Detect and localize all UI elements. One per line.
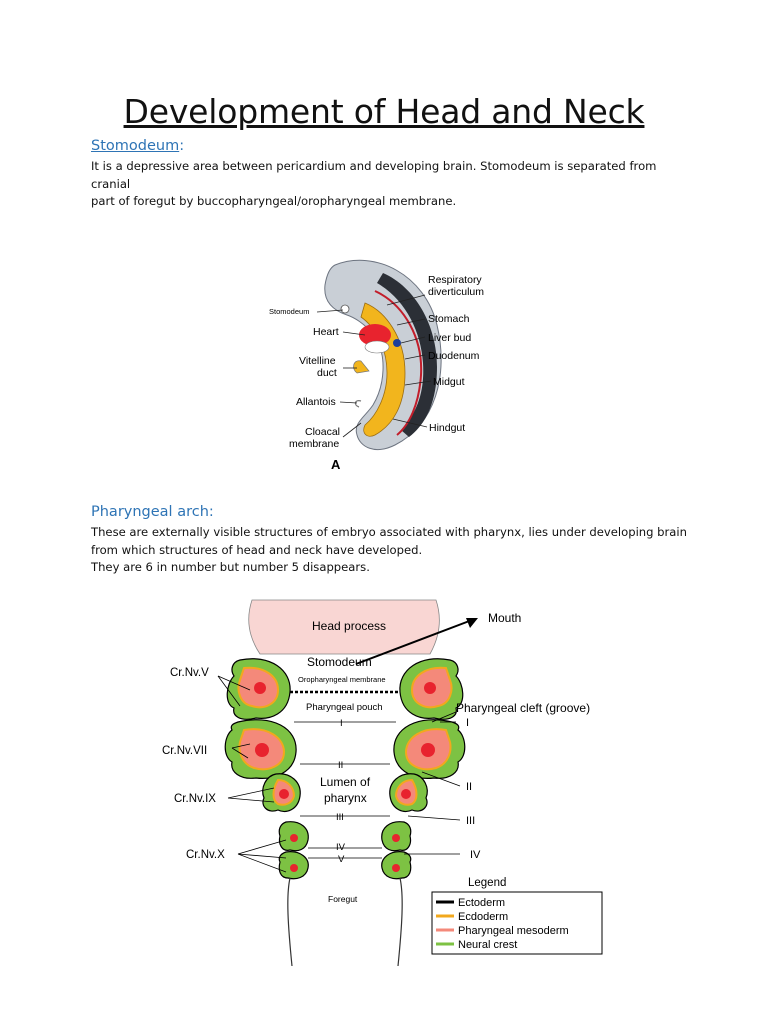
fig2-right-I: I bbox=[466, 717, 469, 729]
paragraph-line: These are externally visible structures … bbox=[91, 525, 687, 539]
fig2-midline-V: V bbox=[338, 854, 345, 865]
fig2-label-stomodeum: Stomodeum bbox=[307, 655, 372, 669]
fig1-label-duct: duct bbox=[317, 367, 337, 379]
fig1-label-membrane: membrane bbox=[289, 438, 339, 450]
heart-shape bbox=[359, 324, 391, 346]
ectoderm-edge bbox=[377, 273, 437, 437]
fig2-label-head-process: Head process bbox=[312, 619, 386, 633]
gut-tube-shape bbox=[360, 302, 406, 437]
right-arches bbox=[381, 658, 466, 880]
fig2-label-orophar-membrane: Oropharyngeal membrane bbox=[298, 675, 386, 684]
mouth-arrow-head bbox=[466, 618, 478, 628]
stomodeum-pit bbox=[340, 304, 350, 314]
paragraph-line: part of foregut by buccopharyngeal/oroph… bbox=[91, 194, 457, 208]
fig2-label-foregut: Foregut bbox=[328, 894, 358, 904]
section-heading-pharyngeal-arch: Pharyngeal arch: bbox=[91, 504, 214, 520]
fig2-midline-II: II bbox=[338, 760, 343, 771]
stomodeum-paragraph: It is a depressive area between pericard… bbox=[91, 158, 691, 211]
arch-cores bbox=[254, 682, 436, 872]
fig2-midline-IV: IV bbox=[336, 842, 346, 853]
fig2-label-crnv-x: Cr.Nv.X bbox=[186, 849, 225, 861]
paragraph-line: from which structures of head and neck h… bbox=[91, 542, 423, 557]
fig1-label-respiratory: Respiratory bbox=[428, 274, 482, 286]
pharyngeal-arch-figure: Head process Mouth Stomodeum Foregut bbox=[162, 599, 603, 966]
fig2-right-II: II bbox=[466, 781, 472, 793]
fig1-label-stomodeum: Stomodeum bbox=[269, 307, 309, 316]
embryo-gut-figure: Stomodeum Heart Vitelline duct Allantois… bbox=[269, 259, 484, 472]
fig1-label-vitelline: Vitelline bbox=[299, 355, 336, 367]
fig2-right-IV: IV bbox=[470, 849, 481, 861]
fig1-label-hindgut: Hindgut bbox=[429, 422, 465, 434]
section-heading-stomodeum: Stomodeum: bbox=[91, 138, 184, 154]
fig1-label-cloacal: Cloacal bbox=[305, 426, 340, 438]
fig2-label-mouth: Mouth bbox=[488, 611, 521, 625]
legend-label: Ectoderm bbox=[458, 897, 505, 909]
legend-label: Pharyngeal mesoderm bbox=[458, 925, 569, 937]
fig1-label-duodenum: Duodenum bbox=[428, 350, 480, 362]
page-title: Development of Head and Neck bbox=[123, 92, 645, 131]
legend-label: Ecdoderm bbox=[458, 911, 508, 923]
head-process-shape bbox=[248, 599, 440, 655]
paragraph-line: They are 6 in number but number 5 disapp… bbox=[91, 560, 370, 574]
fig1-label-midgut: Midgut bbox=[433, 376, 465, 388]
fig2-label-pharyngeal-pouch: Pharyngeal pouch bbox=[306, 702, 383, 713]
fig2-midline-III: III bbox=[336, 812, 344, 823]
fig1-label-heart: Heart bbox=[313, 326, 339, 338]
pharyngeal-arch-paragraph: These are externally visible structures … bbox=[91, 524, 691, 577]
foregut-tube bbox=[287, 877, 403, 966]
fig2-label-crnv-vii: Cr.Nv.VII bbox=[162, 745, 207, 757]
liver-bud-shape bbox=[393, 339, 401, 347]
pericardium-shape bbox=[364, 340, 390, 354]
fig2-label-lumen: Lumen of bbox=[320, 775, 371, 789]
fig1-label-liver-bud: Liver bud bbox=[428, 332, 471, 344]
fig1-label-allantois: Allantois bbox=[296, 396, 336, 408]
aorta-line bbox=[374, 290, 423, 436]
fig2-label-crnv-v: Cr.Nv.V bbox=[170, 667, 209, 679]
fig2-label-pharynx: pharynx bbox=[324, 791, 367, 805]
fig1-panel-letter: A bbox=[331, 457, 341, 472]
paragraph-line: It is a depressive area between pericard… bbox=[91, 159, 657, 191]
fig2-right-III: III bbox=[466, 815, 475, 827]
allantois-shape bbox=[354, 400, 362, 408]
fig2-label-crnv-ix: Cr.Nv.IX bbox=[174, 793, 216, 805]
stomodeum-heading-text: Stomodeum bbox=[91, 138, 180, 154]
stomodeum-heading-colon: : bbox=[179, 138, 185, 154]
fig1-label-stomach: Stomach bbox=[428, 313, 470, 325]
legend-label: Neural crest bbox=[458, 939, 517, 951]
vitelline-duct-shape bbox=[353, 360, 370, 374]
fig2-label-pharyngeal-cleft: Pharyngeal cleft (groove) bbox=[456, 701, 590, 715]
fig1-label-diverticulum: diverticulum bbox=[428, 286, 484, 298]
legend-title: Legend bbox=[468, 877, 506, 889]
fig2-midline-I: I bbox=[340, 718, 343, 729]
